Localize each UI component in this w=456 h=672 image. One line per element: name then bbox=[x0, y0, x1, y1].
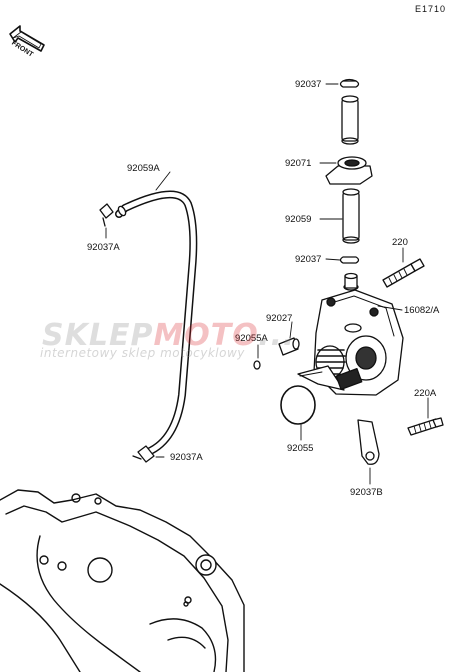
watermark-brand: SKLEPMOTO... bbox=[42, 318, 295, 353]
hose-92059A bbox=[115, 190, 198, 456]
label-92059A: 92059A bbox=[127, 163, 160, 174]
oil-pump-16082A bbox=[297, 272, 404, 396]
oring-92055 bbox=[280, 385, 316, 425]
front-arrow-icon bbox=[9, 25, 45, 52]
label-92055: 92055 bbox=[287, 443, 314, 454]
label-92059: 92059 bbox=[285, 214, 312, 225]
label-92037A-bottom: 92037A bbox=[170, 452, 203, 463]
label-92071: 92071 bbox=[285, 158, 312, 169]
label-220A: 220A bbox=[414, 388, 437, 399]
oring-92055A bbox=[253, 360, 261, 370]
crankcase-outline bbox=[0, 489, 245, 672]
clip-92037-top bbox=[339, 78, 360, 88]
label-92027: 92027 bbox=[266, 313, 293, 324]
leader-lines bbox=[105, 83, 429, 485]
bolt-220 bbox=[382, 258, 425, 288]
pin-92027 bbox=[278, 337, 300, 356]
bolt-220A bbox=[407, 417, 444, 436]
hose-short-top bbox=[341, 95, 359, 145]
clip-92037A-top bbox=[99, 203, 114, 227]
label-92037A-top: 92037A bbox=[87, 242, 120, 253]
diagram-code: E1710 bbox=[414, 4, 446, 14]
damper-92071 bbox=[325, 156, 373, 185]
label-92037-top: 92037 bbox=[295, 79, 322, 90]
bracket-92037B bbox=[357, 419, 380, 465]
watermark-subtitle: internetowy sklep motocyklowy bbox=[40, 346, 245, 360]
clip-92037A-bottom bbox=[132, 445, 155, 463]
watermark-brand-part3: ... bbox=[258, 318, 296, 353]
label-16082A: 16082/A bbox=[404, 305, 440, 316]
watermark-brand-part2: MOTO bbox=[153, 318, 259, 353]
label-92055A: 92055A bbox=[235, 333, 268, 344]
watermark-brand-part1: SKLEP bbox=[42, 318, 154, 353]
label-220: 220 bbox=[392, 237, 408, 248]
label-92037-mid: 92037 bbox=[295, 254, 322, 265]
label-92037B: 92037B bbox=[350, 487, 383, 498]
hose-92059 bbox=[342, 188, 360, 244]
clip-92037-mid bbox=[339, 256, 360, 264]
